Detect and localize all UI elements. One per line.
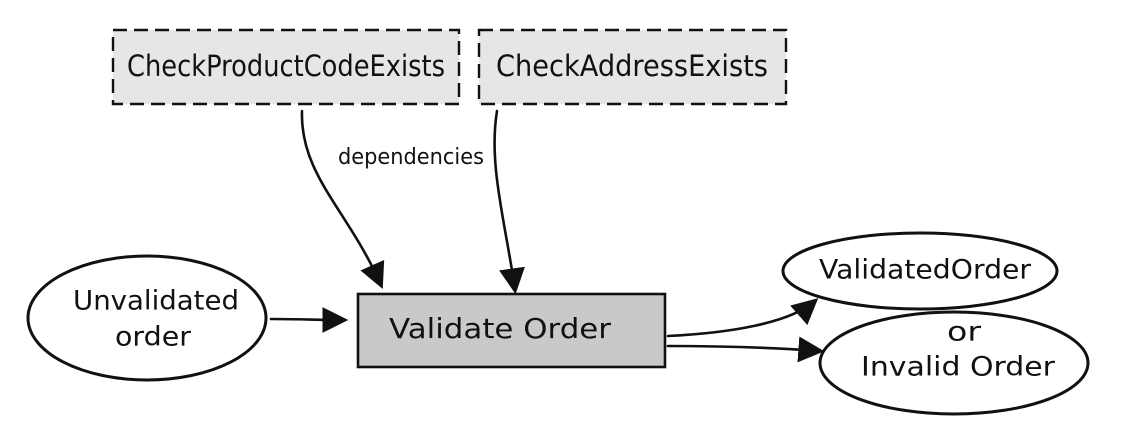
unvalidated-order-oval [26, 254, 268, 382]
validate-order-label: Validate Order [389, 312, 612, 345]
validate-order-box [356, 292, 667, 369]
check-product-code-exists-label: CheckProductCodeExists [127, 49, 445, 83]
invalid-order-oval [818, 310, 1090, 416]
validated-order-node: ValidatedOrder [781, 231, 1059, 311]
check-product-code-exists-box [111, 28, 461, 106]
input-arrow [269, 306, 349, 333]
check-address-exists-box [477, 28, 788, 106]
validated-order-oval [781, 231, 1059, 311]
unvalidated-order-line-2: order [115, 322, 192, 353]
dependencies-label: dependencies [338, 145, 484, 170]
or-label: or [947, 317, 982, 348]
invalid-output-arrow [666, 336, 825, 363]
dependency-arrow-address [493, 109, 525, 295]
validate-order-node: Validate Order [356, 292, 667, 369]
invalid-order-node: or Invalid Order [818, 310, 1090, 416]
check-product-code-exists-node: CheckProductCodeExists [111, 28, 461, 106]
check-address-exists-node: CheckAddressExists [477, 28, 788, 106]
invalid-order-label: Invalid Order [861, 352, 1056, 383]
dependency-arrow-product [300, 109, 385, 289]
unvalidated-order-line-1: Unvalidated [73, 286, 239, 317]
validated-output-arrow [666, 298, 819, 338]
check-address-exists-label: CheckAddressExists [496, 49, 768, 83]
unvalidated-order-node: Unvalidated order [26, 254, 268, 382]
validated-order-label: ValidatedOrder [819, 255, 1032, 286]
